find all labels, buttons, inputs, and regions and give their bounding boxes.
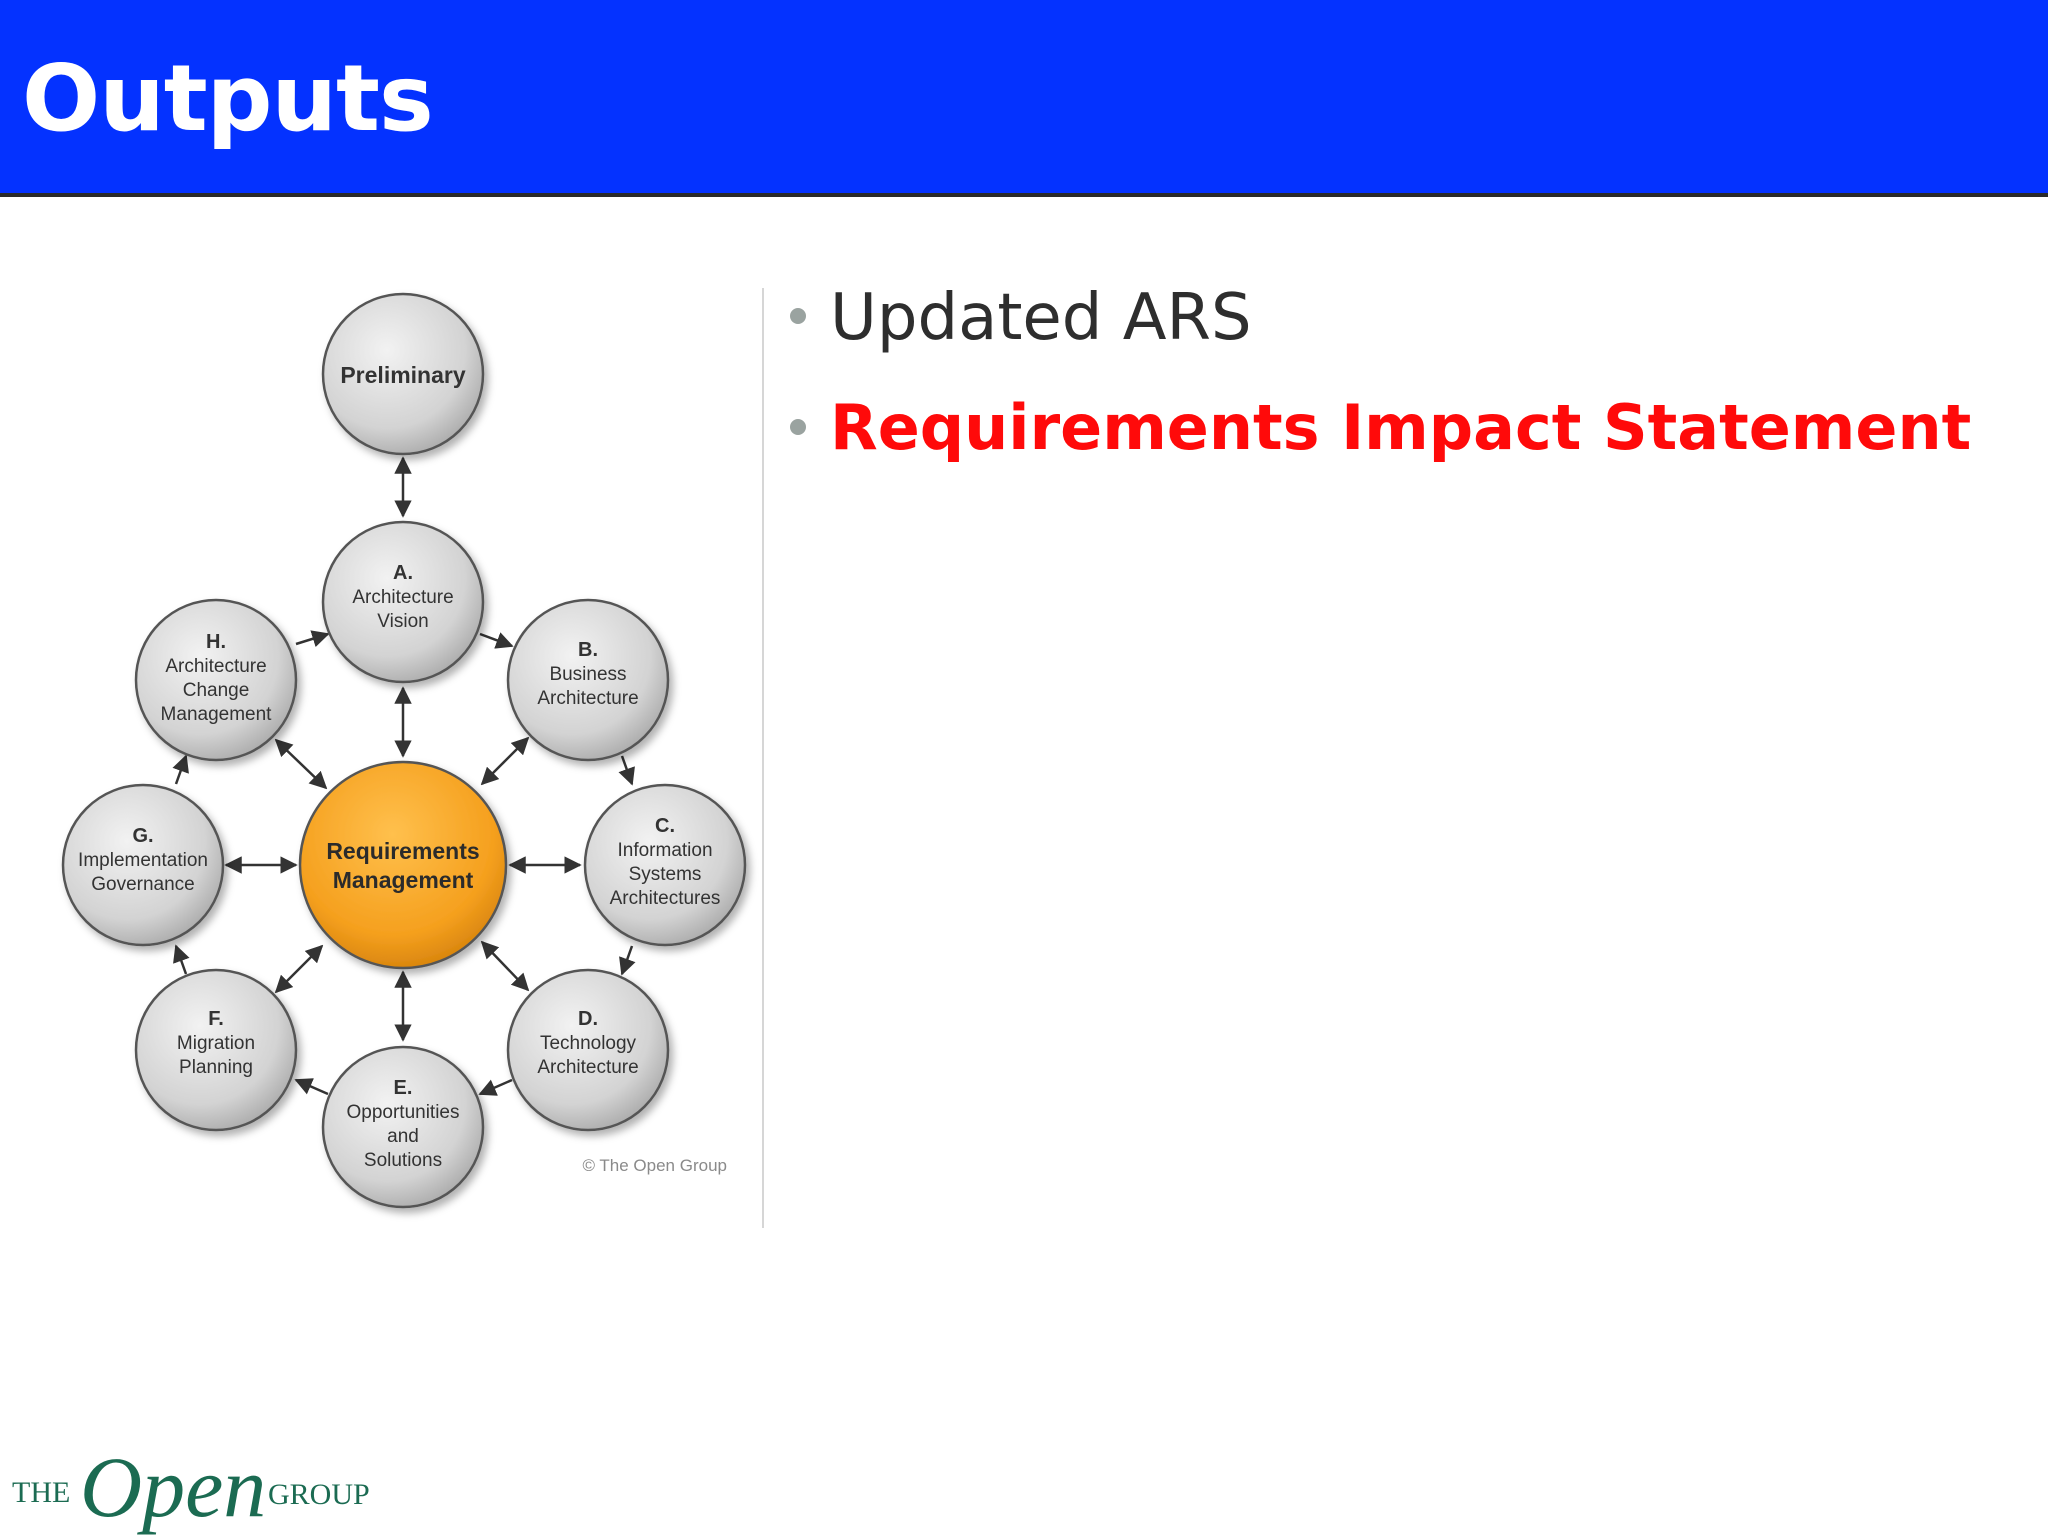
bullet-text: Updated ARS	[830, 281, 1252, 355]
arrow-d-center	[480, 940, 530, 992]
phase-e	[321, 1045, 485, 1209]
phase-f	[134, 968, 298, 1132]
phase-d	[506, 968, 670, 1132]
phase-preliminary	[321, 292, 485, 456]
phase-c-line-3: Architectures	[610, 888, 721, 909]
bullet-dot-icon	[790, 308, 806, 324]
phase-c-line-2: Systems	[629, 864, 702, 885]
bullet-item-emphasized: Requirements Impact Statement	[790, 391, 2020, 465]
arrow-f-center	[274, 944, 324, 994]
arrow-h-center	[274, 738, 328, 790]
phase-f-letter: F.	[208, 1008, 224, 1030]
arrow-g-h	[172, 754, 189, 785]
phase-b	[506, 598, 670, 762]
phase-h	[134, 598, 298, 762]
center-requirements-management	[298, 760, 508, 970]
arrow-c-d	[619, 945, 636, 976]
phase-h-line-3: Management	[161, 704, 273, 725]
slide-title: Outputs	[22, 45, 434, 152]
center-line-2: Management	[333, 867, 474, 893]
logo-open: Open	[80, 1440, 266, 1535]
phase-c	[583, 783, 747, 947]
phase-g-line-2: Governance	[91, 874, 195, 895]
copyright-note: © The Open Group	[582, 1156, 727, 1175]
center-line-1: Requirements	[326, 838, 479, 864]
phase-c-line-1: Information	[617, 840, 712, 861]
phase-b-letter: B.	[578, 639, 598, 661]
logo-the: THE	[12, 1476, 70, 1509]
phase-h-line-1: Architecture	[165, 656, 266, 677]
phase-e-letter: E.	[394, 1077, 413, 1099]
phase-e-line-1: Opportunities	[346, 1102, 459, 1123]
phase-preliminary-label: Preliminary	[340, 362, 465, 388]
arrow-d-e	[478, 1078, 513, 1096]
phase-d-line-2: Architecture	[537, 1057, 638, 1078]
phase-g-letter: G.	[132, 825, 153, 847]
phase-e-line-3: Solutions	[364, 1150, 442, 1171]
arrow-b-c	[618, 755, 635, 786]
phase-h-letter: H.	[206, 631, 226, 653]
phase-d-line-1: Technology	[540, 1033, 637, 1054]
arrow-e-f	[294, 1078, 329, 1096]
phase-g-line-1: Implementation	[78, 850, 208, 871]
arrows	[172, 456, 636, 1096]
vertical-divider	[762, 288, 764, 1228]
phase-a-letter: A.	[393, 562, 413, 584]
phase-g	[61, 783, 225, 947]
adm-cycle-diagram: Preliminary A. Architecture Vision B. Bu…	[61, 292, 747, 1209]
phase-f-line-2: Planning	[179, 1057, 253, 1078]
logo-group: GROUP	[268, 1478, 370, 1511]
phase-b-line-2: Architecture	[537, 688, 638, 709]
bullet-list: Updated ARS Requirements Impact Statemen…	[790, 280, 2020, 499]
arrow-a-b	[479, 632, 514, 649]
phase-a-line-1: Architecture	[352, 587, 453, 608]
phase-a	[321, 520, 485, 684]
phase-f-line-1: Migration	[177, 1033, 255, 1054]
bullet-dot-icon	[790, 418, 806, 435]
open-group-logo: THE Open GROUP	[12, 1440, 370, 1535]
arrow-b-center	[480, 736, 530, 786]
phase-e-line-2: and	[387, 1126, 419, 1147]
phase-b-line-1: Business	[549, 664, 626, 685]
bullet-text: Requirements Impact Statement	[830, 390, 1972, 464]
arrow-h-a	[295, 630, 330, 648]
arrow-f-g	[173, 944, 190, 975]
bullet-item: Updated ARS	[790, 280, 2020, 357]
phase-h-line-2: Change	[183, 680, 250, 701]
phase-d-letter: D.	[578, 1008, 598, 1030]
title-bar: Outputs	[0, 0, 2048, 197]
phase-c-letter: C.	[655, 815, 675, 837]
phase-a-line-2: Vision	[377, 611, 428, 632]
